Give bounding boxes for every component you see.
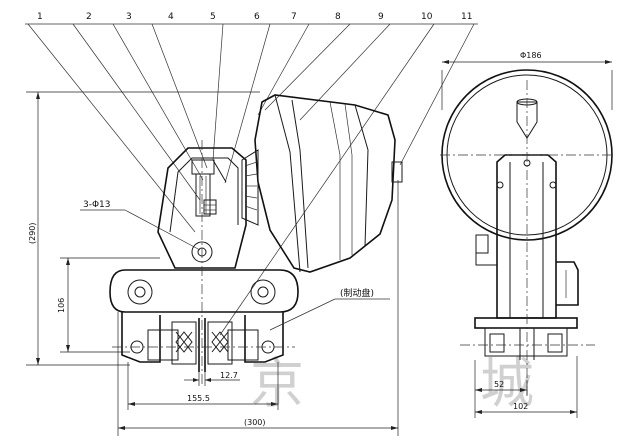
dim-side-small: 52 bbox=[494, 380, 504, 389]
dim-gap: 12.7 bbox=[220, 371, 238, 380]
callout-numbers: 1 2 3 4 5 6 7 8 9 10 11 bbox=[25, 12, 478, 25]
callout-11: 11 bbox=[461, 12, 472, 22]
dim-height-lower: 106 bbox=[57, 298, 66, 313]
callout-4: 4 bbox=[168, 12, 174, 22]
callout-5: 5 bbox=[210, 12, 216, 22]
dim-side-base: 102 bbox=[513, 402, 528, 411]
callout-6: 6 bbox=[254, 12, 260, 22]
dimension-gap: 12.7 bbox=[184, 371, 240, 386]
callout-10: 10 bbox=[421, 12, 433, 22]
callout-7: 7 bbox=[291, 12, 297, 22]
dimension-base-width: 155.5 bbox=[127, 362, 279, 410]
callout-3: 3 bbox=[126, 12, 132, 22]
thruster-body bbox=[241, 94, 403, 273]
front-view bbox=[109, 94, 403, 385]
callout-1: 1 bbox=[37, 12, 43, 22]
dim-base-width: 155.5 bbox=[187, 394, 210, 403]
dimension-overall-width: (300) bbox=[117, 180, 399, 436]
dim-height-total: (290) bbox=[28, 222, 37, 244]
dimension-height-total: (290) bbox=[26, 91, 260, 366]
dim-diameter: Φ186 bbox=[520, 51, 542, 60]
callout-9: 9 bbox=[378, 12, 384, 22]
watermark-right: 城 bbox=[480, 352, 534, 415]
hole-annotation: 3-Φ13 bbox=[80, 200, 201, 251]
brake-disc-label: (制动盘) bbox=[340, 287, 374, 299]
leader-lines bbox=[27, 23, 475, 336]
callout-2: 2 bbox=[86, 12, 92, 22]
callout-8: 8 bbox=[335, 12, 341, 22]
hole-label: 3-Φ13 bbox=[83, 200, 111, 210]
dim-overall-width: (300) bbox=[244, 418, 266, 427]
brake-disc-annotation: (制动盘) bbox=[269, 287, 390, 331]
dimension-height-lower: 106 bbox=[57, 257, 160, 353]
lower-beam bbox=[109, 269, 299, 313]
side-view: Φ186 52 bbox=[440, 51, 615, 418]
